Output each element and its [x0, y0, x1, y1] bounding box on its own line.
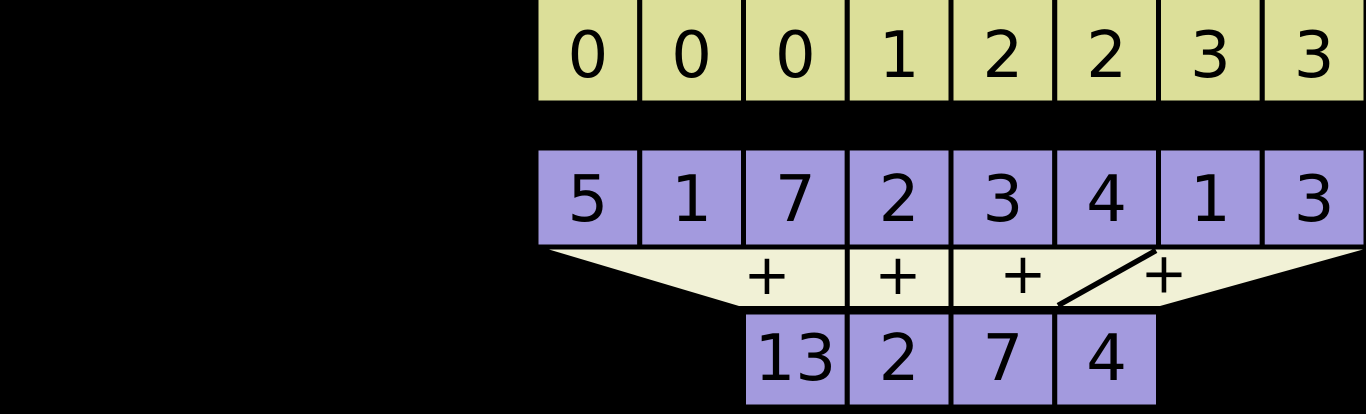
cell-value: 7 [983, 322, 1024, 396]
array-cell: 7 [948, 309, 1058, 410]
cell-value: 7 [775, 163, 816, 237]
funnel-divider-diagonal [1056, 248, 1158, 308]
array-cell: 3 [948, 145, 1058, 250]
cell-value: 2 [983, 19, 1024, 93]
cell-value: 1 [1190, 163, 1231, 237]
cell-value: 3 [1294, 19, 1335, 93]
cell-value: 13 [755, 322, 836, 396]
cell-value: 3 [1294, 163, 1335, 237]
cell-value: 4 [1086, 322, 1127, 396]
cell-value: 0 [671, 19, 712, 93]
bottom-row: 13 2 7 4 [741, 309, 1161, 410]
plus-operator: + [875, 243, 922, 308]
array-cell: 3 [1156, 0, 1265, 106]
cell-value: 4 [1086, 163, 1127, 237]
cell-value: 1 [879, 19, 920, 93]
array-cell: 4 [1052, 309, 1161, 410]
cell-value: 0 [775, 19, 816, 93]
plus-operator: + [744, 243, 791, 308]
cell-value: 3 [1190, 19, 1231, 93]
array-cell: 0 [741, 0, 850, 106]
cell-value: 2 [1086, 19, 1127, 93]
plus-operator: + [1141, 242, 1188, 307]
cell-value: 0 [568, 19, 609, 93]
array-cell: 1 [637, 145, 746, 250]
array-cell: 2 [844, 145, 954, 250]
cell-value: 2 [879, 163, 920, 237]
middle-row: 5 1 7 2 3 4 1 [533, 145, 1366, 250]
array-cell: 3 [1259, 145, 1366, 250]
sum-funnel: + + + + [549, 242, 1363, 308]
top-row: 0 0 0 1 2 2 3 [533, 0, 1366, 106]
array-cell: 2 [1052, 0, 1161, 106]
array-cell: 0 [533, 0, 643, 106]
array-cell: 13 [741, 309, 850, 410]
cell-value: 3 [983, 163, 1024, 237]
array-cell: 4 [1052, 145, 1161, 250]
cell-value: 1 [671, 163, 712, 237]
cell-value: 2 [879, 322, 920, 396]
array-cell: 3 [1259, 0, 1366, 106]
array-cell: 0 [637, 0, 746, 106]
array-cell: 5 [533, 145, 643, 250]
array-cell: 2 [844, 309, 954, 410]
array-cell: 1 [1156, 145, 1265, 250]
funnel-shape [549, 249, 1363, 306]
array-cell: 7 [741, 145, 850, 250]
cell-value: 5 [568, 163, 609, 237]
plus-operator: + [1000, 242, 1047, 307]
array-cell: 2 [948, 0, 1058, 106]
array-cell: 1 [844, 0, 954, 106]
